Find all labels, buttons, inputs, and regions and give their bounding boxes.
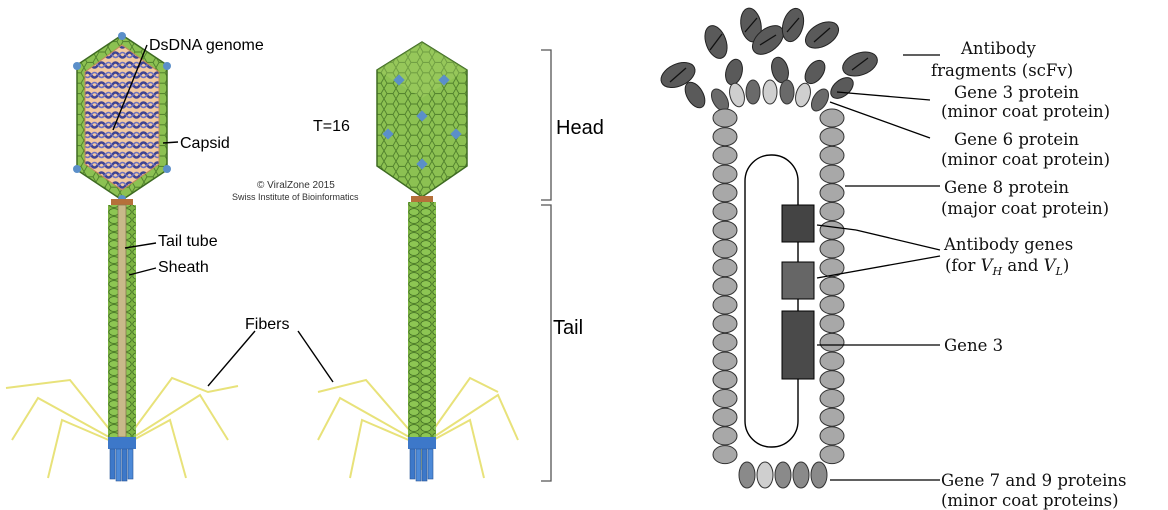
capsid-cutaway bbox=[73, 32, 171, 203]
phage-cutaway: DsDNA genome Capsid Tail tube Sheath Fib… bbox=[6, 32, 333, 481]
coat-protein bbox=[713, 221, 737, 239]
coat-protein bbox=[713, 146, 737, 164]
gene-block-gene3 bbox=[782, 311, 814, 379]
gene-block-vh bbox=[782, 205, 814, 242]
antibody-fragments-label-1: Antibody bbox=[960, 39, 1037, 58]
triangulation-label: T=16 bbox=[313, 118, 350, 135]
coat-left-column bbox=[713, 109, 737, 464]
credit-line-1: © ViralZone 2015 bbox=[257, 180, 335, 191]
coat-protein bbox=[820, 203, 844, 221]
capsid-exterior bbox=[377, 42, 467, 197]
coat-protein bbox=[820, 146, 844, 164]
coat-protein bbox=[713, 277, 737, 295]
antibody-genes-and: and bbox=[1002, 256, 1044, 275]
coat-protein bbox=[820, 165, 844, 183]
genome-loop bbox=[745, 155, 798, 447]
tail-label: Tail bbox=[553, 317, 583, 339]
coat-protein bbox=[713, 446, 737, 464]
coat-protein bbox=[820, 446, 844, 464]
gene-block-vl bbox=[782, 262, 814, 299]
coat-protein bbox=[820, 221, 844, 239]
coat-protein bbox=[713, 333, 737, 351]
coat-protein bbox=[820, 128, 844, 146]
baseplate-left bbox=[108, 437, 136, 481]
collar-exterior bbox=[411, 196, 433, 202]
vl-subscript: L bbox=[1055, 265, 1063, 278]
gene79-label-1: Gene 7 and 9 proteins bbox=[941, 471, 1127, 490]
phage-exterior: T=16 © ViralZone 2015 Swiss Institute of… bbox=[232, 42, 518, 481]
coat-protein bbox=[713, 240, 737, 258]
head-bracket bbox=[541, 50, 551, 200]
coat-protein bbox=[713, 408, 737, 426]
coat-protein bbox=[820, 109, 844, 127]
coat-protein bbox=[713, 315, 737, 333]
coat-protein bbox=[820, 277, 844, 295]
coat-protein bbox=[713, 203, 737, 221]
antibody-genes-suffix: ) bbox=[1063, 256, 1069, 275]
tail-bracket bbox=[541, 205, 551, 481]
antibody-genes-label-1: Antibody genes bbox=[943, 235, 1073, 254]
coat-protein bbox=[820, 315, 844, 333]
coat-protein bbox=[713, 390, 737, 408]
antibody-genes-label-2: (for VH and VL) bbox=[945, 256, 1069, 278]
gene3-label: Gene 3 bbox=[944, 336, 1003, 355]
gene8-protein-label-2: (major coat protein) bbox=[941, 199, 1109, 218]
coat-protein bbox=[713, 184, 737, 202]
coat-protein bbox=[713, 296, 737, 314]
fibers-label: Fibers bbox=[245, 316, 289, 333]
gene6-protein-label-1: Gene 6 protein bbox=[954, 130, 1079, 149]
tail-exterior bbox=[408, 202, 436, 437]
tail-tube-label: Tail tube bbox=[158, 233, 218, 250]
m13-phage-diagram: Antibody fragments (scFv) Gene 3 protein… bbox=[657, 6, 1126, 510]
gene6-protein-label-2: (minor coat protein) bbox=[941, 150, 1110, 169]
tail-cutaway bbox=[108, 205, 136, 437]
coat-protein bbox=[820, 184, 844, 202]
antibody-fragments-label-2: fragments (scFv) bbox=[931, 61, 1073, 80]
credit-line-2: Swiss Institute of Bioinformatics bbox=[232, 192, 359, 202]
gene3-protein-label-1: Gene 3 protein bbox=[954, 83, 1079, 102]
baseplate-right bbox=[408, 437, 436, 481]
capsid-label: Capsid bbox=[180, 135, 230, 152]
coat-protein bbox=[820, 333, 844, 351]
gene7-gene9-proteins bbox=[739, 462, 827, 488]
gene8-protein-label-1: Gene 8 protein bbox=[944, 178, 1069, 197]
coat-protein bbox=[820, 240, 844, 258]
dsdna-genome-label: DsDNA genome bbox=[149, 37, 264, 54]
vh-subscript: H bbox=[992, 265, 1003, 278]
coat-protein bbox=[713, 109, 737, 127]
gene3-protein-label-2: (minor coat protein) bbox=[941, 102, 1110, 121]
coat-right-column bbox=[820, 109, 844, 464]
antibody-genes-prefix: (for bbox=[945, 256, 981, 275]
coat-protein bbox=[820, 408, 844, 426]
coat-protein bbox=[820, 390, 844, 408]
coat-protein bbox=[713, 427, 737, 445]
gene79-label-2: (minor coat proteins) bbox=[941, 491, 1119, 510]
coat-protein bbox=[713, 165, 737, 183]
sheath-label: Sheath bbox=[158, 259, 209, 276]
coat-protein bbox=[713, 352, 737, 370]
coat-protein bbox=[820, 352, 844, 370]
collar bbox=[111, 199, 133, 205]
coat-protein bbox=[820, 371, 844, 389]
coat-protein bbox=[713, 128, 737, 146]
coat-protein bbox=[820, 296, 844, 314]
coat-protein bbox=[713, 371, 737, 389]
head-label: Head bbox=[556, 117, 604, 139]
coat-protein bbox=[820, 427, 844, 445]
coat-protein bbox=[713, 259, 737, 277]
